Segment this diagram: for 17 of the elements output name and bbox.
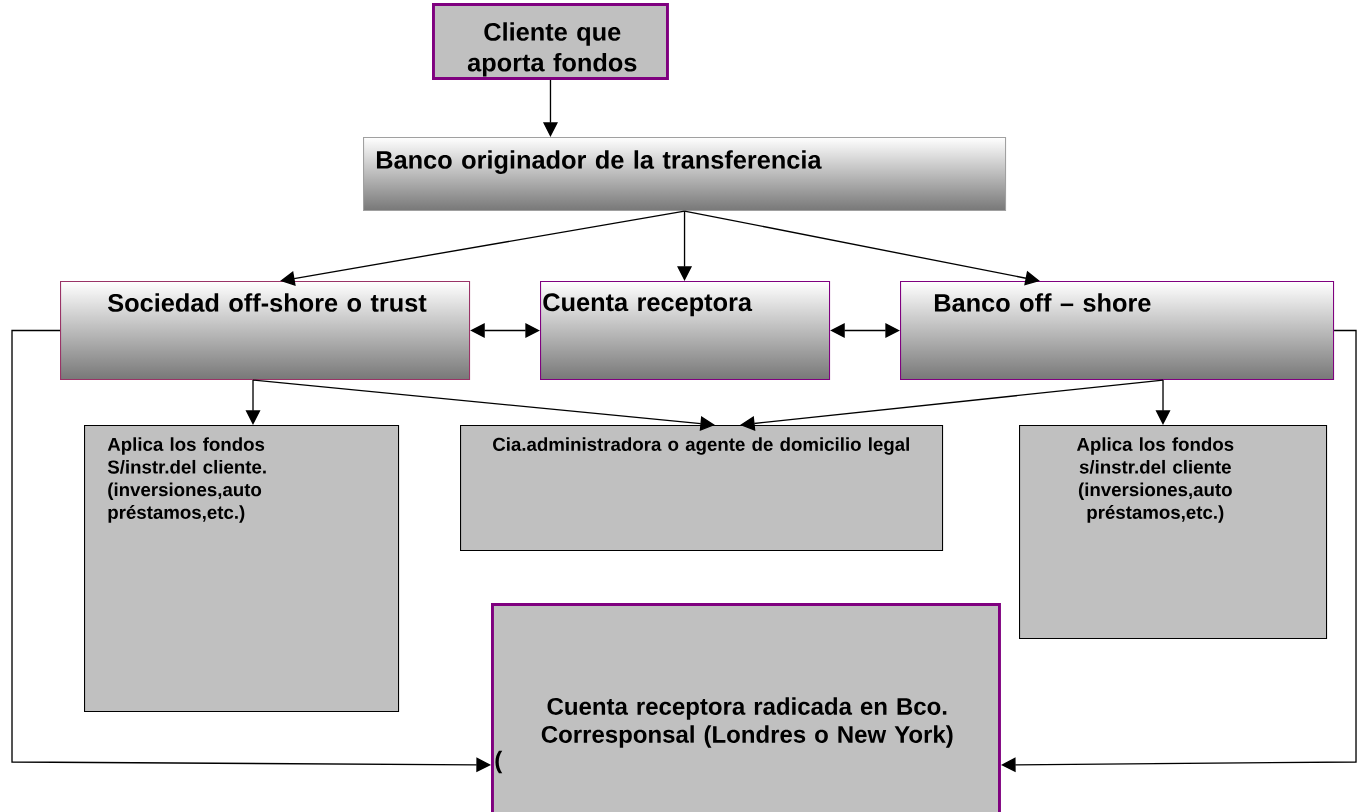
- arrow: [245, 379, 261, 425]
- process-box: Aplica los fondos s/instr.del cliente (inversiones,auto préstamos,etc.): [1019, 425, 1328, 640]
- arrow: [280, 210, 686, 286]
- arrow: [830, 323, 900, 339]
- process-box: Sociedad off-shore o trust: [60, 281, 471, 381]
- arrow: [470, 323, 540, 339]
- process-box: Cuenta receptora: [540, 281, 831, 381]
- arrow: [740, 379, 1164, 431]
- arrow: [683, 210, 1040, 286]
- process-box: Banco originador de la transferencia: [363, 137, 1007, 212]
- arrow: [1155, 379, 1171, 425]
- process-box: Cliente que aporta fondos: [432, 3, 669, 80]
- arrow: [677, 210, 693, 281]
- text-fragment: (: [495, 750, 503, 774]
- process-box: Banco off – shore: [900, 281, 1335, 381]
- process-box: Cia.administradora o agente de domicilio legal: [460, 425, 944, 552]
- process-box: Aplica los fondos S/instr.del cliente. (inversiones,auto préstamos,etc.): [84, 425, 400, 713]
